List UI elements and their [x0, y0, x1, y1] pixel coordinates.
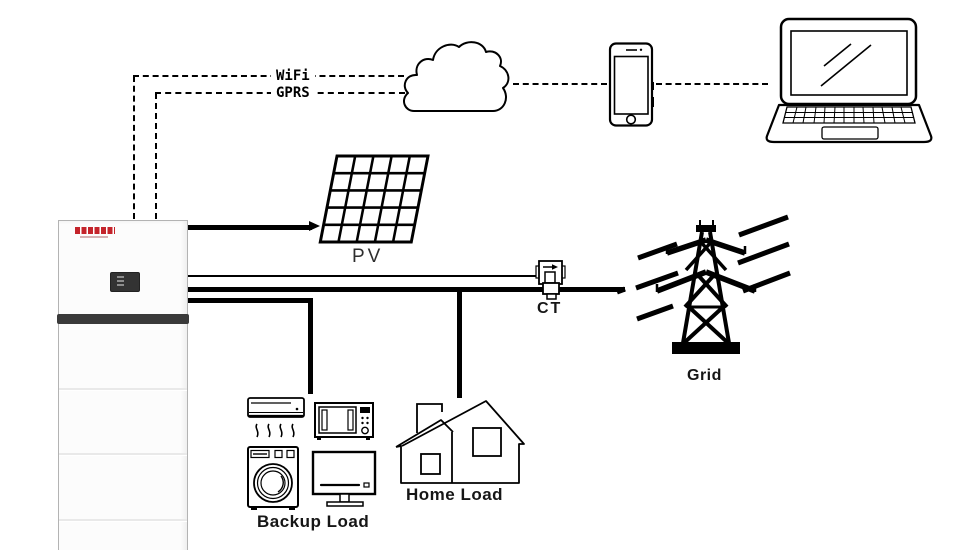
- wifi-label: WiFi: [271, 68, 315, 84]
- inverter-battery-tower: [57, 220, 189, 550]
- wifi-dashed-line: [133, 75, 404, 77]
- ct-sensor-icon: [535, 260, 566, 300]
- inverter-brand-logo: [75, 227, 115, 234]
- inverter-display: [110, 272, 140, 292]
- smartphone-icon: [608, 42, 654, 127]
- cloud-phone-dashed-line: [513, 83, 607, 85]
- pv-label: PV: [352, 246, 384, 267]
- battery-module-divider: [59, 388, 187, 391]
- cloud-icon: [403, 41, 510, 112]
- backup-load-label: Backup Load: [257, 512, 370, 531]
- battery-module-divider: [59, 453, 187, 456]
- monitor-icon: [311, 450, 377, 507]
- home-load-label: Home Load: [406, 485, 504, 504]
- backup-load-appliances: [247, 397, 377, 510]
- home-load-branch-wire: [457, 287, 462, 398]
- house-icon: [395, 400, 525, 484]
- pv-wire: [186, 225, 312, 230]
- air-conditioner-icon: [247, 397, 305, 438]
- ct-signal-wire: [186, 275, 546, 277]
- microwave-icon: [314, 402, 374, 440]
- wifi-dashed-drop: [133, 76, 135, 219]
- pv-panel-icon: [309, 154, 430, 244]
- ct-label: CT: [537, 300, 563, 317]
- washing-machine-icon: [247, 446, 299, 510]
- grid-wire: [186, 287, 625, 292]
- grid-label: Grid: [687, 367, 722, 384]
- backup-load-wire-h: [186, 298, 313, 303]
- backup-load-wire-v: [308, 298, 313, 394]
- grid-tower-icon: [616, 214, 791, 354]
- gprs-dashed-drop: [155, 93, 157, 219]
- inverter-brand-logo-subline: [80, 236, 108, 238]
- phone-laptop-dashed-line: [656, 83, 768, 85]
- gprs-label: GPRS: [271, 85, 315, 101]
- inverter-vent-band: [57, 314, 189, 324]
- battery-module-divider: [59, 519, 187, 522]
- inverter-display-glyph: [117, 276, 124, 287]
- laptop-icon: [765, 17, 933, 144]
